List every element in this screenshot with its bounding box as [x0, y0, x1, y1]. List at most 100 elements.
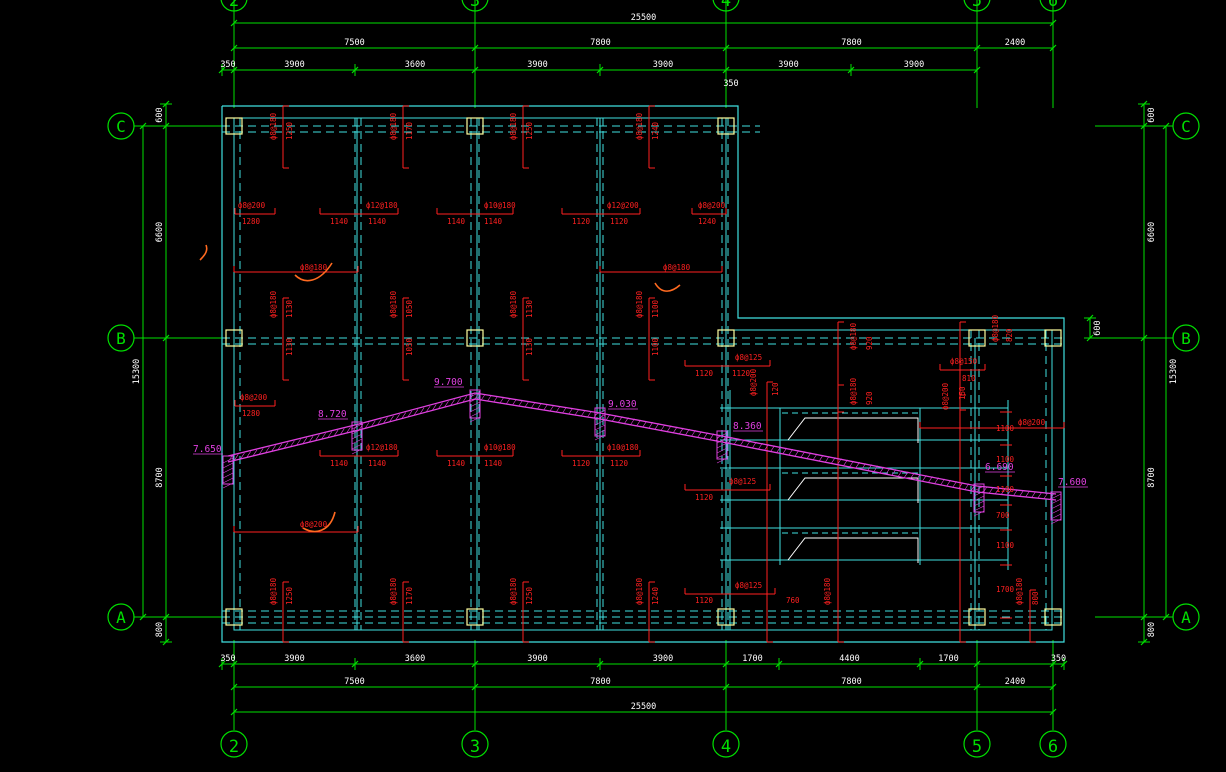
rebar-label-vertical: 1240 [651, 121, 660, 140]
rebar-label: 1280 [242, 217, 261, 226]
rebar-label: 1120 [610, 217, 629, 226]
dimension-text: 7500 [344, 38, 364, 48]
slope-hatch [364, 422, 370, 429]
elevation-label: 6.690 [985, 462, 1014, 473]
stair-flight [787, 417, 919, 443]
slope-hatch [764, 444, 769, 451]
slope-post [351, 421, 363, 451]
dimension-text: 8700 [1147, 467, 1157, 487]
slope-hatch [401, 412, 406, 419]
slope-hatch [549, 404, 555, 412]
slope-hatch [952, 481, 957, 488]
dimension-text: 6600 [1147, 222, 1157, 242]
post-hatch [594, 424, 606, 431]
slope-hatch [916, 473, 921, 481]
dimension-text: 25500 [631, 702, 657, 712]
post-hatch [222, 457, 234, 464]
rebar-label: ф8@200 [240, 393, 268, 402]
dimension-text: 15300 [132, 359, 142, 385]
column [225, 117, 243, 135]
rebar-label-vertical: ф8@200 [749, 368, 758, 396]
slope-hatch [537, 402, 542, 410]
post-hatch [351, 448, 363, 455]
rebar-label-vertical: 1170 [405, 121, 414, 140]
post-hatch [973, 510, 985, 517]
column [717, 329, 735, 347]
grid-axis-label: B [116, 329, 126, 348]
rebar-label: ф8@125 [729, 477, 756, 486]
slope-hatch [315, 434, 320, 441]
slope-hatch [346, 426, 351, 434]
slope-hatch [438, 402, 443, 409]
slope-hatch [788, 448, 794, 456]
post-hatch [1050, 498, 1062, 505]
dimension-text: 15300 [1169, 359, 1179, 385]
elevation-label: 7.600 [1058, 477, 1087, 488]
slope-hatch [543, 403, 548, 411]
grid-axis-label: B [1181, 329, 1191, 348]
slope-hatch [493, 395, 498, 403]
post-hatch [594, 429, 606, 436]
slope-hatch [824, 456, 830, 463]
slope-hatch [407, 410, 413, 418]
post-hatch [222, 467, 234, 474]
dimension-tick [351, 66, 359, 74]
dimension-text: 3900 [904, 60, 924, 70]
rebar-label: 1280 [242, 409, 261, 418]
dimension-text: 3900 [527, 654, 547, 664]
rebar-label: 1140 [447, 217, 466, 226]
slope-hatch [654, 423, 660, 430]
grid-bubble-bottom [1039, 730, 1067, 758]
column [225, 329, 243, 347]
slope-hatch [450, 399, 455, 406]
post-hatch [716, 432, 728, 439]
slope-hatch [444, 400, 449, 408]
slope-hatch [593, 411, 598, 419]
slope-hatch [252, 449, 258, 457]
slope-hatch [587, 410, 592, 418]
slope-hatch [770, 445, 775, 452]
slope-post [1050, 491, 1062, 521]
slope-hatch [891, 469, 897, 476]
grid-axis-label: 3 [470, 0, 480, 11]
slope-hatch [1001, 488, 1006, 495]
grid-bubble-right [1172, 603, 1200, 631]
grid-bubble-bottom [963, 730, 991, 758]
slope-hatch [568, 407, 573, 415]
rebar-label: ф8@125 [735, 581, 762, 590]
grid-bubble-left [107, 324, 135, 352]
dimension-text: 2400 [1005, 677, 1025, 687]
slope-hatch [697, 431, 702, 438]
dimension-text: 4400 [839, 654, 859, 664]
post-hatch [222, 472, 234, 479]
slope-hatch [843, 459, 848, 466]
slope-hatch [487, 394, 492, 402]
handwritten-mark [294, 262, 333, 282]
rebar-label-vertical: ф8@200 [941, 382, 950, 410]
rebar-label-vertical: 1050 [405, 337, 414, 356]
slope-hatch [277, 443, 283, 450]
dimension-text: 7800 [841, 38, 861, 48]
rebar-label-vertical: ф8@180 [635, 577, 644, 605]
slope-hatch [246, 451, 251, 458]
slope-hatch [800, 451, 806, 458]
dimension-text: 3600 [405, 60, 425, 70]
dimension-text: 600 [155, 107, 165, 122]
slope-hatch [946, 479, 951, 487]
grid-axis-label: A [116, 608, 126, 627]
rebar-label: 1140 [484, 217, 503, 226]
post-hatch [351, 428, 363, 435]
slope-hatch [524, 400, 530, 408]
rebar-label-vertical: ф8@180 [389, 577, 398, 605]
grid-bubble-top [712, 0, 740, 12]
rebar-label: ф8@180 [300, 263, 328, 272]
slope-hatch [660, 424, 666, 431]
post-hatch [973, 490, 985, 497]
dimension-text: 600 [1093, 320, 1103, 335]
rebar-label: 1240 [698, 217, 717, 226]
grid-bubble-bottom [712, 730, 740, 758]
slope-hatch [806, 452, 812, 459]
slope-post [716, 430, 728, 460]
dimension-text: 3900 [653, 60, 673, 70]
